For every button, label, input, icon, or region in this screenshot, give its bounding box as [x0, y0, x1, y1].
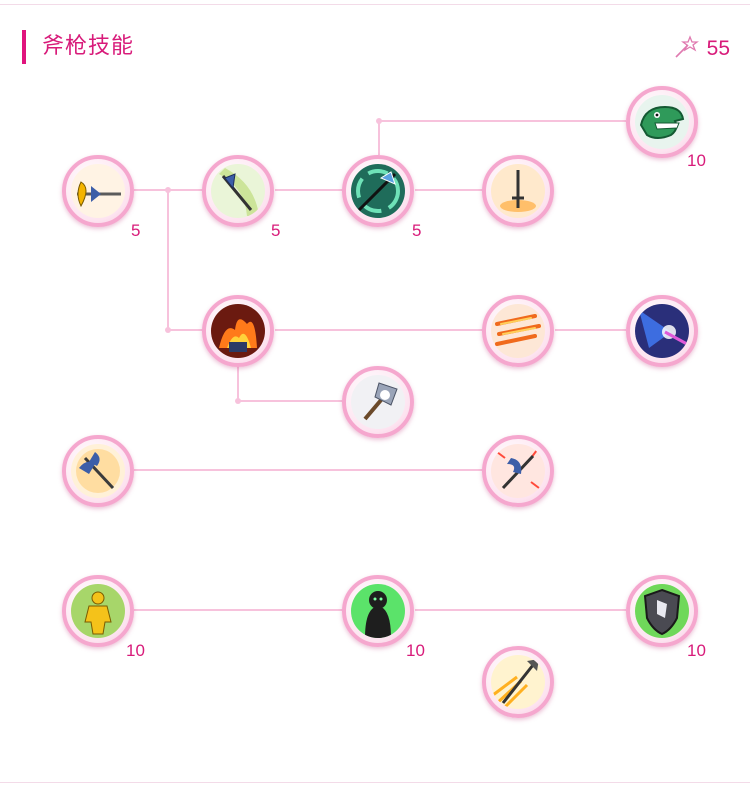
skill-fire-streaks[interactable]	[482, 295, 554, 367]
skill-dragon[interactable]	[626, 86, 698, 158]
skill-drill-lance[interactable]	[626, 295, 698, 367]
green-shadow-icon	[351, 584, 405, 638]
skill-level: 10	[406, 641, 425, 660]
spear-burst-icon	[491, 655, 545, 709]
halberd-basic-icon	[71, 164, 125, 218]
skill-green-shadow[interactable]	[342, 575, 414, 647]
skill-level: 5	[412, 221, 422, 240]
golden-warrior-icon	[71, 584, 125, 638]
skill-golden-warrior[interactable]	[62, 575, 134, 647]
axe-strike-icon	[351, 375, 405, 429]
skill-points: 55	[673, 34, 730, 64]
skill-axe-strike[interactable]	[342, 366, 414, 438]
drill-lance-icon	[635, 304, 689, 358]
skill-spear-burst[interactable]	[482, 646, 554, 718]
skill-level: 10	[687, 641, 706, 660]
skill-halberd-whirl[interactable]	[342, 155, 414, 227]
page-title: 斧枪技能	[42, 34, 135, 59]
blue-halberd-icon	[491, 444, 545, 498]
skill-blue-halberd[interactable]	[482, 435, 554, 507]
panel-frame	[0, 4, 750, 783]
fire-streaks-icon	[491, 304, 545, 358]
shield-icon	[635, 584, 689, 638]
skill-halberd-swing[interactable]	[202, 155, 274, 227]
halberd-whirl-icon	[351, 164, 405, 218]
skill-level: 5	[131, 221, 141, 240]
skill-shield[interactable]	[626, 575, 698, 647]
skill-golden-axe[interactable]	[62, 435, 134, 507]
skill-flame-burst[interactable]	[202, 295, 274, 367]
halberd-swing-icon	[211, 164, 265, 218]
skill-level: 10	[126, 641, 145, 660]
wand-icon	[673, 34, 699, 64]
flame-burst-icon	[211, 304, 265, 358]
skill-points-value: 55	[706, 37, 730, 60]
golden-axe-icon	[71, 444, 125, 498]
skill-level: 10	[687, 151, 706, 170]
skill-level: 5	[271, 221, 281, 240]
dragon-head-icon	[635, 95, 689, 149]
title-accent-bar	[22, 30, 26, 64]
sword-stand-icon	[491, 164, 545, 218]
skill-halberd-basic[interactable]	[62, 155, 134, 227]
skill-sword-stand[interactable]	[482, 155, 554, 227]
